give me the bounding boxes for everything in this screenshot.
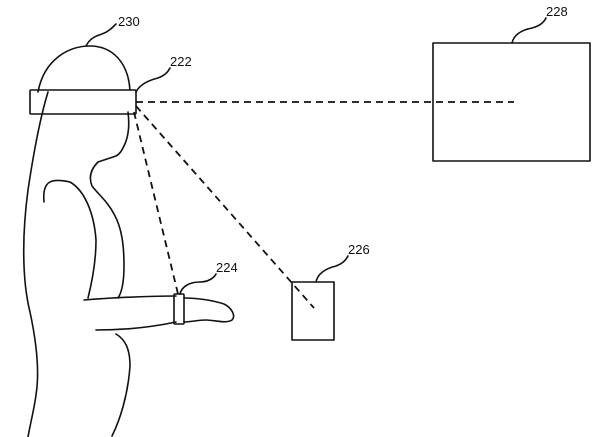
phone-device xyxy=(291,281,335,341)
leader-222 xyxy=(135,67,171,93)
line-to-phone xyxy=(135,105,315,309)
label-226: 226 xyxy=(348,242,370,257)
label-230: 230 xyxy=(118,14,140,29)
label-228: 228 xyxy=(546,4,568,19)
leader-226 xyxy=(315,255,349,283)
user-hand xyxy=(183,297,235,323)
label-222: 222 xyxy=(170,54,192,69)
leader-228 xyxy=(511,17,547,44)
leader-230 xyxy=(85,23,117,47)
user-silhouette xyxy=(22,91,131,437)
wrist-device xyxy=(173,293,185,325)
line-to-wrist xyxy=(133,111,179,295)
user-back-contour xyxy=(43,179,97,299)
user-arm xyxy=(83,295,177,331)
user-head xyxy=(37,45,131,93)
label-224: 224 xyxy=(216,260,238,275)
leader-224 xyxy=(179,273,217,295)
